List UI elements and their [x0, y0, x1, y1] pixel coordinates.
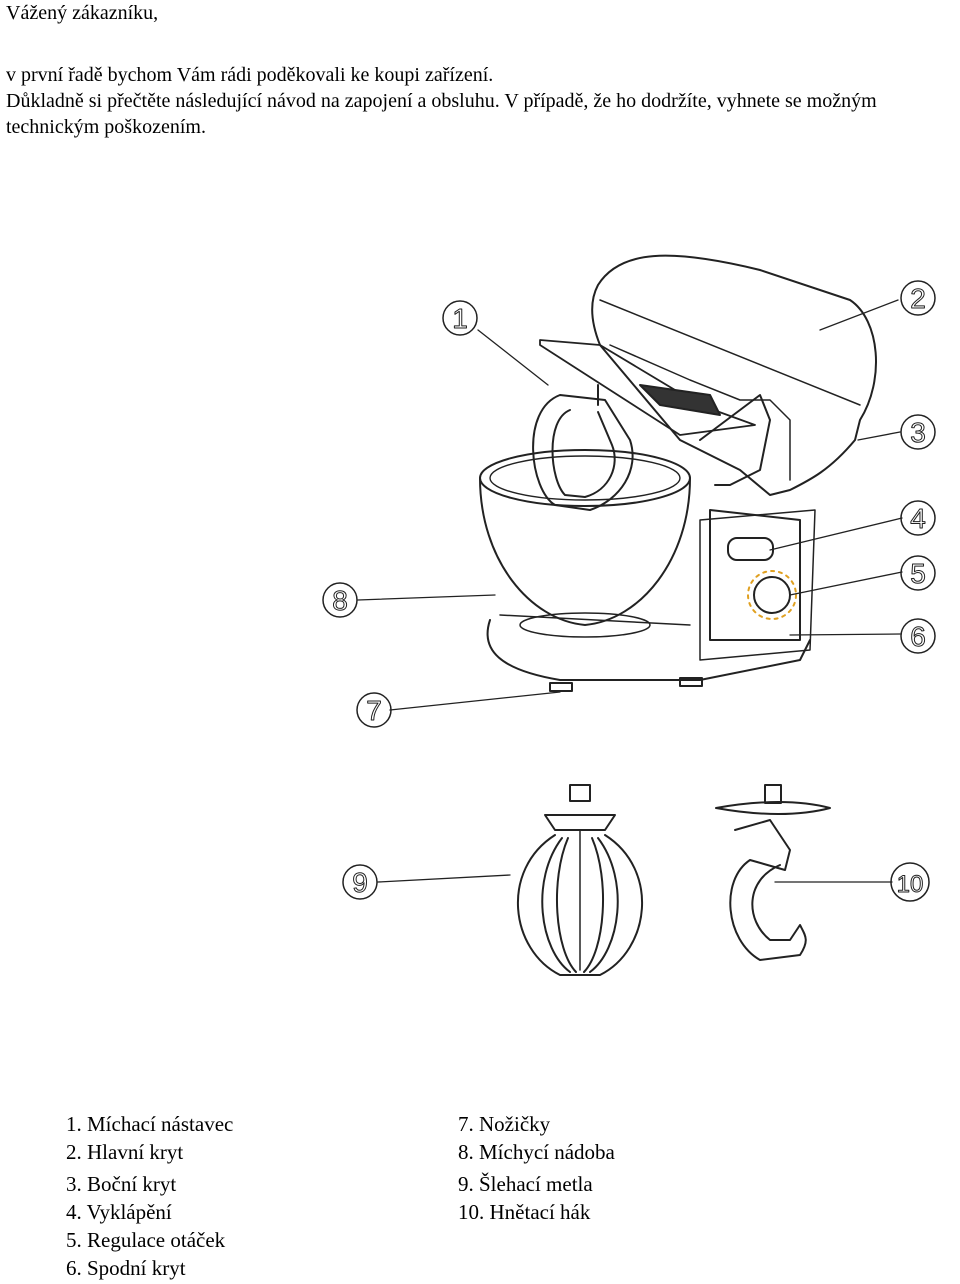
balloon-whisk: [516, 784, 644, 976]
callout-circles: 1 2 3 4 5 6 7 8 9 10: [322, 280, 936, 902]
legend-item-9: 9. Šlehací metla: [458, 1172, 593, 1196]
legend-item-3: 3. Boční kryt: [66, 1172, 177, 1196]
callout-circle-10: [890, 862, 930, 902]
mixing-bowl: [479, 449, 691, 638]
callout-circle-2: [900, 280, 936, 316]
legend-left: 1. Míchací nástavec 2. Hlavní kryt 3. Bo…: [66, 1110, 233, 1282]
callout-circle-5: [900, 555, 936, 591]
callout-circle-1: [442, 300, 478, 336]
callout-circle-3: [900, 414, 936, 450]
intro-text: Vážený zákazníku, v první řadě bychom Vá…: [6, 0, 956, 140]
callout-6: 6: [910, 621, 926, 652]
callout-2: 2: [910, 283, 926, 314]
legend-item-6: 6. Spodní kryt: [66, 1256, 186, 1280]
greeting: Vážený zákazníku,: [6, 2, 159, 24]
callout-circle-9: [342, 864, 378, 900]
legend-item-7: 7. Nožičky: [458, 1112, 551, 1136]
callout-circle-8: [322, 582, 358, 618]
mixer-base: [486, 614, 811, 692]
legend-item-5: 5. Regulace otáček: [66, 1228, 226, 1252]
legend-item-2: 2. Hlavní kryt: [66, 1140, 184, 1164]
mixer-body: [699, 394, 816, 661]
legend-item-8: 8. Míchycí nádoba: [458, 1140, 615, 1164]
callout-1: 1: [452, 303, 468, 334]
beater-attachment: [532, 384, 634, 511]
mixer-diagram: 1 2 3 4 5 6 7 8 9 10: [322, 254, 936, 976]
callout-8: 8: [332, 585, 348, 616]
callout-circle-7: [356, 692, 392, 728]
legend-item-1: 1. Míchací nástavec: [66, 1112, 234, 1136]
intro-line-1: v první řadě bychom Vám rádi poděkovali …: [6, 64, 494, 86]
callout-10: 10: [897, 871, 924, 898]
callout-5: 5: [910, 558, 926, 589]
callout-4: 4: [910, 503, 926, 534]
callout-3: 3: [910, 417, 926, 448]
mixer-head: [539, 254, 877, 496]
intro-line-2: Důkladně si přečtěte následující návod n…: [6, 90, 877, 138]
callout-leaders: [357, 299, 903, 883]
callout-9: 9: [352, 867, 368, 898]
callout-circle-4: [900, 500, 936, 536]
dough-hook: [715, 784, 831, 961]
legend-item-4: 4. Vyklápění: [66, 1200, 172, 1224]
legend-right: 7. Nožičky 8. Míchycí nádoba 9. Šlehací …: [458, 1110, 615, 1226]
callout-7: 7: [366, 695, 382, 726]
legend-item-10: 10. Hnětací hák: [458, 1200, 591, 1224]
callout-circle-6: [900, 618, 936, 654]
